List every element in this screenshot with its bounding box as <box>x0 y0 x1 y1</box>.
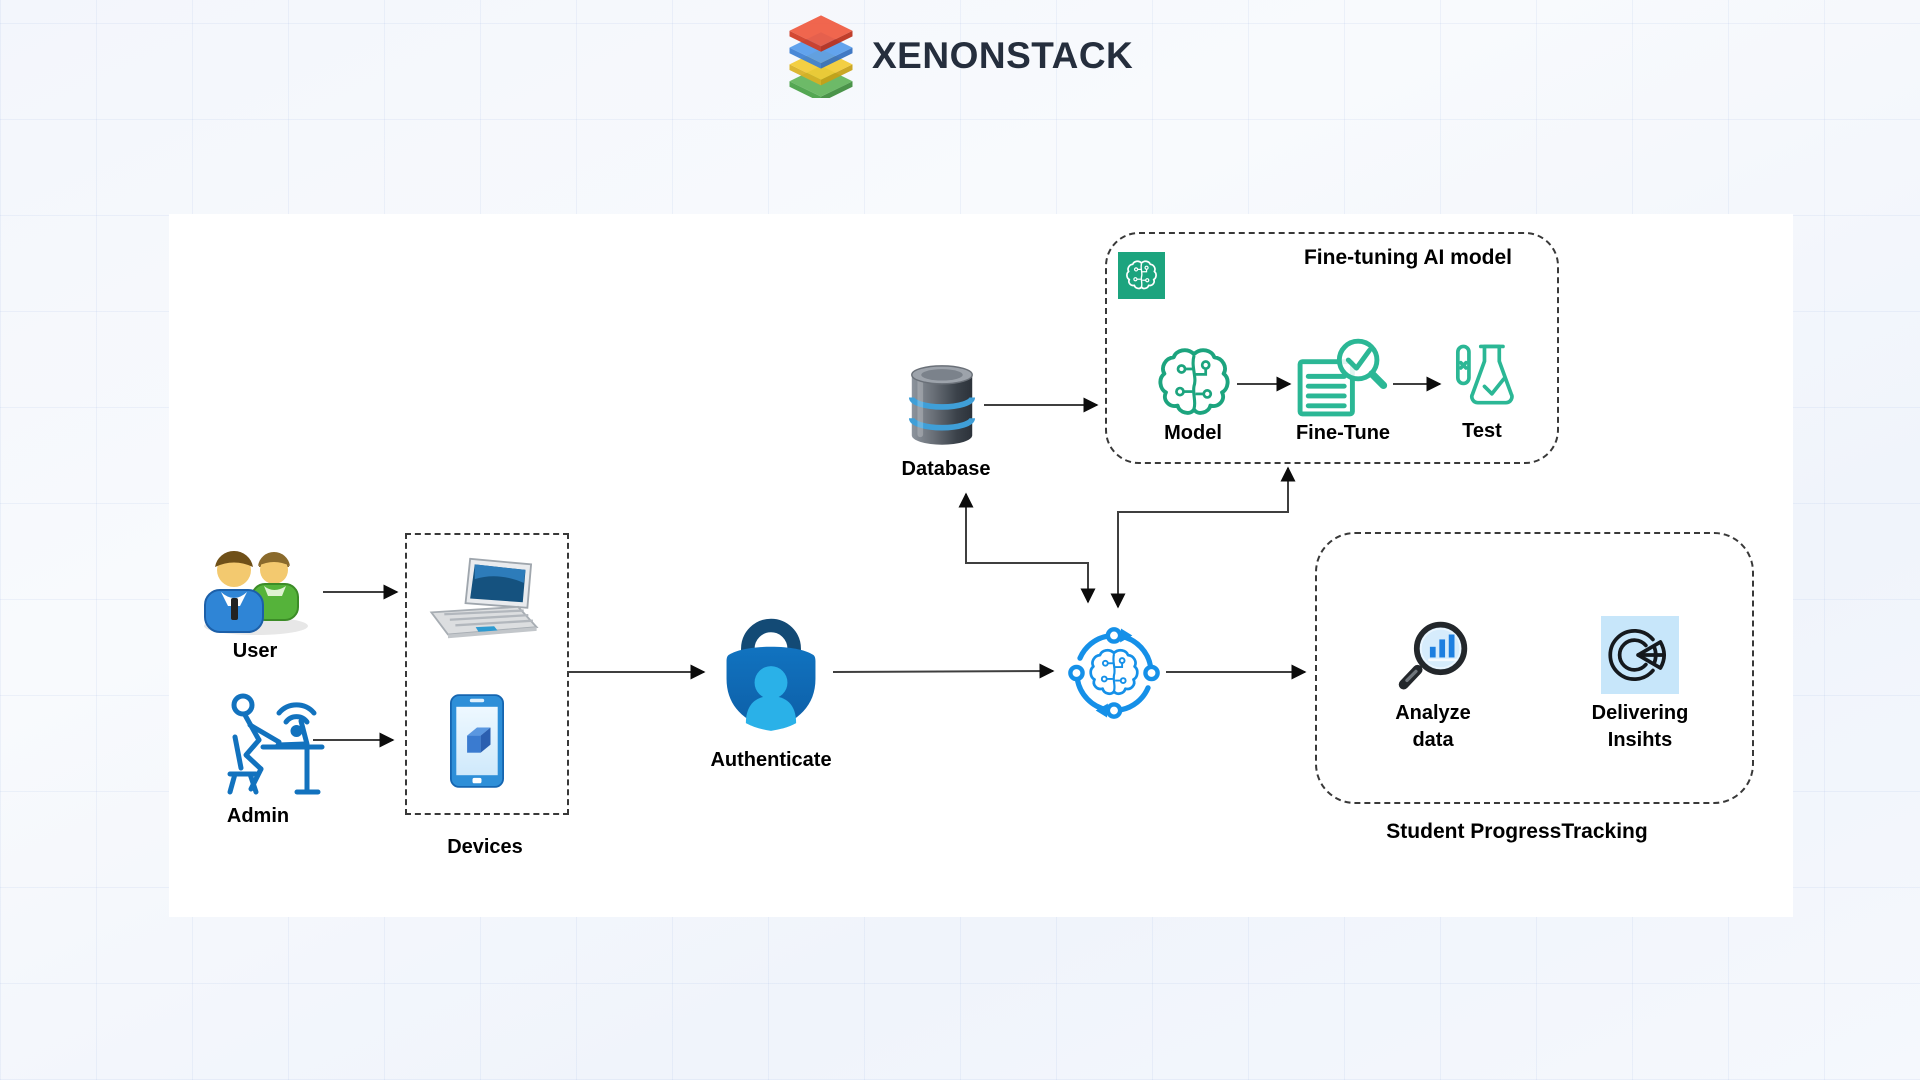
analyze-data-label-line1: Analyze <box>1395 702 1471 724</box>
brand-logo: XENONSTACK <box>784 12 1133 100</box>
brand-name: XENONSTACK <box>872 35 1134 76</box>
analyze-data-label: Analyze data <box>1383 700 1483 754</box>
brain-circuit-badge-icon <box>1118 252 1165 299</box>
devices-label: Devices <box>447 836 523 858</box>
delivering-insights-label: Delivering Insihts <box>1575 700 1705 754</box>
database-cylinder-icon <box>908 364 976 448</box>
laptop-icon <box>424 552 544 646</box>
magnifier-bar-chart-icon <box>1393 613 1475 697</box>
admin-label: Admin <box>226 805 290 827</box>
progress-group-box <box>1315 532 1754 804</box>
delivering-insights-label-line1: Delivering <box>1591 702 1689 724</box>
analyze-data-label-line2: data <box>1412 729 1454 751</box>
brain-circuit-icon <box>1154 344 1234 422</box>
fine-tuning-group-box <box>1105 232 1559 464</box>
delivering-insights-label-line2: Insihts <box>1607 729 1673 751</box>
lock-user-icon <box>713 606 829 734</box>
document-magnifier-check-icon <box>1296 336 1390 420</box>
two-users-icon <box>192 540 320 636</box>
layer-stack-icon <box>784 14 858 98</box>
smartphone-cube-icon <box>450 694 504 788</box>
fine-tuning-group-title: Fine-tuning AI model <box>1303 246 1513 269</box>
test-flask-check-icon <box>1446 338 1520 420</box>
database-label: Database <box>901 458 991 480</box>
brain-cycle-icon <box>1066 625 1162 721</box>
devices-group-box <box>405 533 569 815</box>
user-label: User <box>232 640 278 662</box>
pie-gauge-icon <box>1601 616 1679 694</box>
test-label: Test <box>1462 420 1502 442</box>
fine-tune-label: Fine-Tune <box>1295 422 1391 444</box>
progress-group-title: Student ProgressTracking <box>1386 820 1648 843</box>
admin-at-desk-icon <box>215 688 333 810</box>
model-label: Model <box>1164 422 1222 444</box>
authenticate-label: Authenticate <box>710 749 832 771</box>
